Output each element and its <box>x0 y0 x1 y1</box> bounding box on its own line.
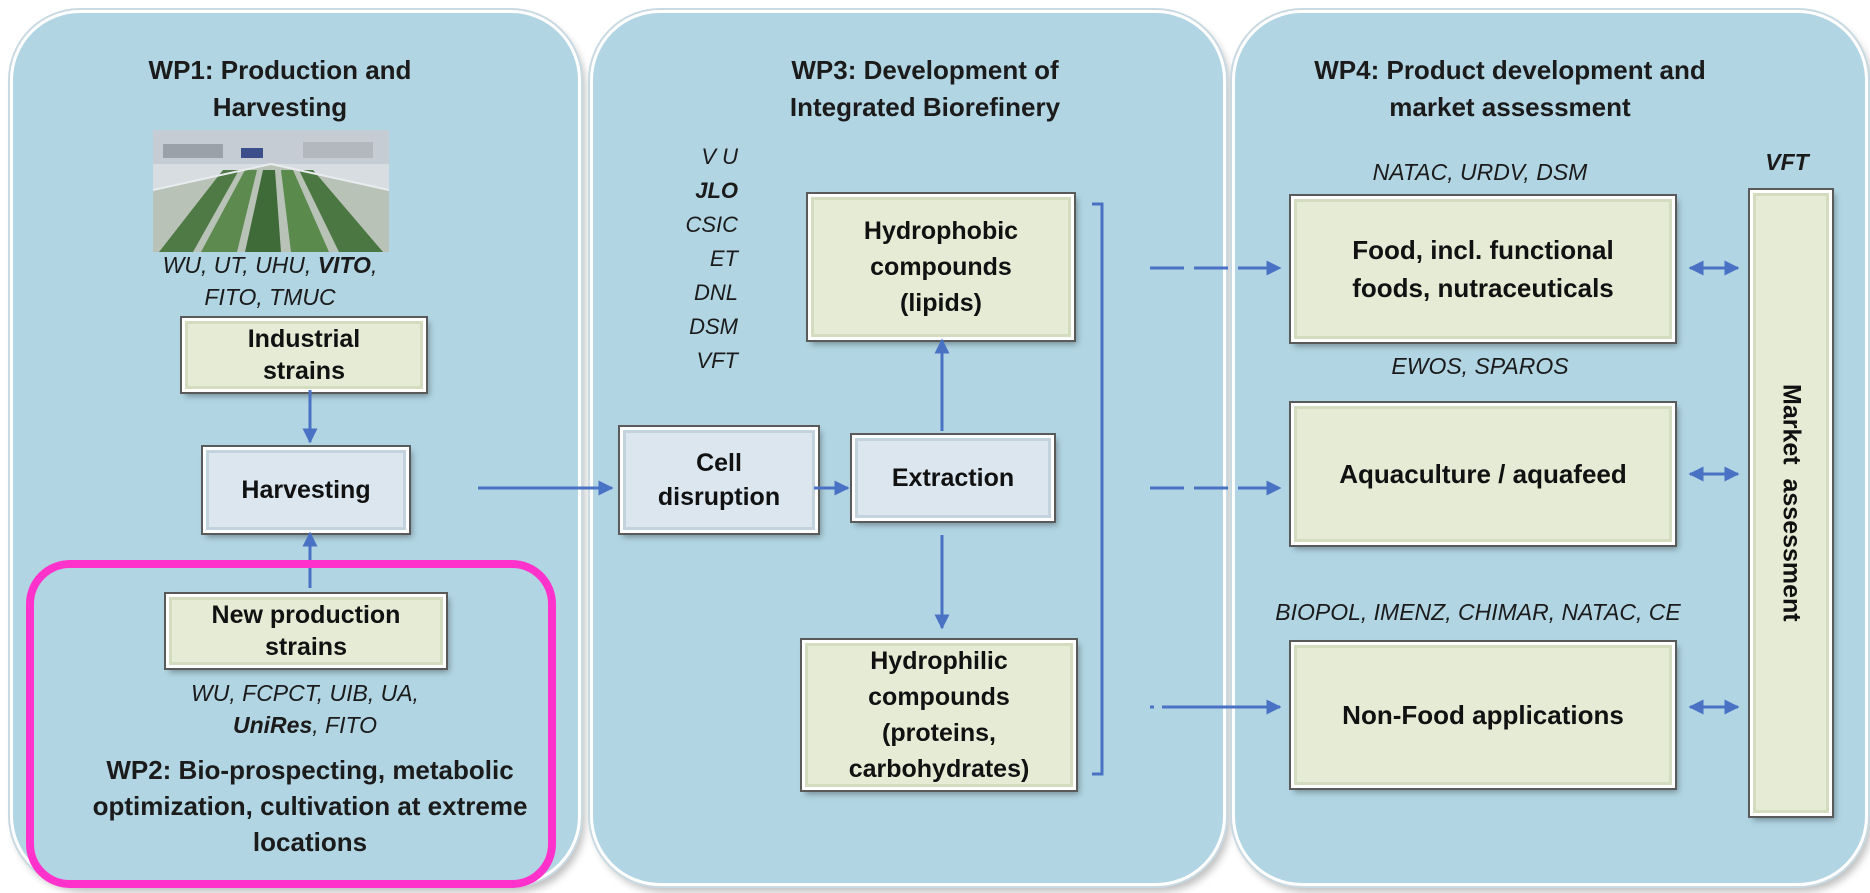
wp1-partners: WU, UT, UHU, VITO, FITO, TMUC <box>162 252 378 310</box>
wp4-title: WP4: Product development and market asse… <box>1314 55 1706 122</box>
cultivation-photo <box>153 130 389 252</box>
aqua-partners: EWOS, SPAROS <box>1391 353 1569 379</box>
nonfood-partners: BIOPOL, IMENZ, CHIMAR, NATAC, CE <box>1275 599 1681 625</box>
extraction-box: Extraction <box>852 435 1054 521</box>
aquaculture-box: Aquaculture / aquafeed <box>1291 403 1675 545</box>
bracket <box>1092 202 1104 776</box>
wp3-partners: V U JLO CSIC ET DNL DSM VFT <box>685 144 738 373</box>
nonfood-box: Non-Food applications <box>1291 642 1675 788</box>
market-assessment-box: Market assessment <box>1750 190 1832 816</box>
market-partner: VFT <box>1765 149 1809 175</box>
wp2-highlight <box>26 560 556 888</box>
food-partners: NATAC, URDV, DSM <box>1372 159 1588 185</box>
wp2-partners: WU, FCPCT, UIB, UA, UniRes, FITO <box>191 680 419 738</box>
wp3-title: WP3: Development of Integrated Biorefine… <box>789 55 1061 122</box>
wp1-title: WP1: Production and Harvesting <box>148 55 412 122</box>
harvesting-box: Harvesting <box>203 447 409 533</box>
wp2-title: WP2: Bio-prospecting, metabolic optimiza… <box>92 755 528 857</box>
